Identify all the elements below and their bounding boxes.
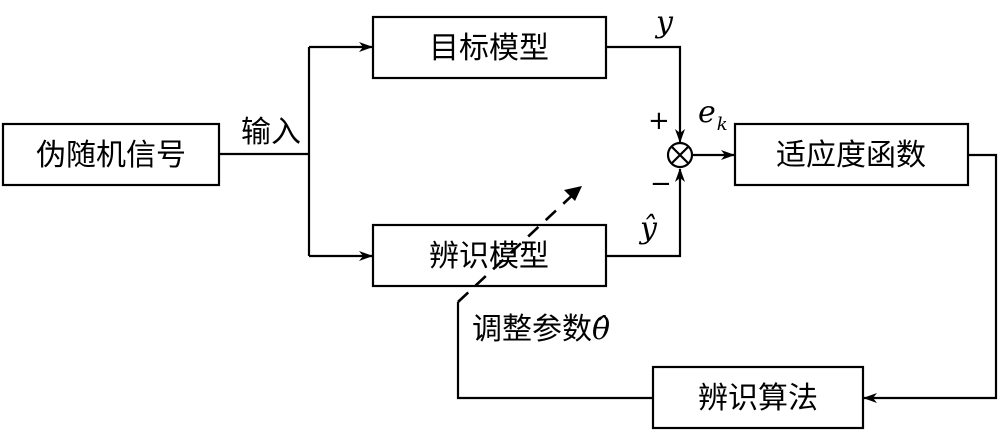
identification-model-label: 辨识模型 — [429, 239, 549, 274]
input-label: 输入 — [241, 115, 301, 150]
identification-model-block: 辨识模型 — [371, 223, 608, 288]
target-model-block: 目标模型 — [371, 15, 608, 80]
arrow-y-to-sum — [606, 45, 685, 143]
identification-algorithm-label: 辨识算法 — [698, 381, 818, 416]
arrow-fitness-to-algorithm — [863, 153, 998, 403]
theta-hat-symbol: θ̂ — [592, 312, 610, 347]
y-hat-label: ŷ — [638, 211, 658, 246]
parameter-adjust-arrowhead — [564, 186, 582, 201]
fitness-function-label: 适应度函数 — [776, 138, 926, 173]
adjust-parameters-label: 调整参数θ̂ — [472, 312, 610, 347]
arrow-yhat-to-sum — [606, 168, 685, 258]
parameter-adjust-dashed-line — [457, 189, 579, 303]
target-model-label: 目标模型 — [429, 31, 549, 66]
prbs-block: 伪随机信号 — [1, 122, 221, 187]
y-label: y — [654, 5, 674, 40]
error-subscript: k — [717, 114, 728, 135]
minus-sign: − — [650, 169, 672, 199]
identification-algorithm-block: 辨识算法 — [651, 365, 865, 430]
error-label: ek — [698, 95, 728, 135]
plus-sign: + — [648, 106, 670, 136]
fitness-function-block: 适应度函数 — [733, 122, 970, 187]
summing-junction — [666, 141, 694, 169]
algorithm-feedback-line — [456, 302, 653, 400]
prbs-label: 伪随机信号 — [36, 138, 186, 173]
